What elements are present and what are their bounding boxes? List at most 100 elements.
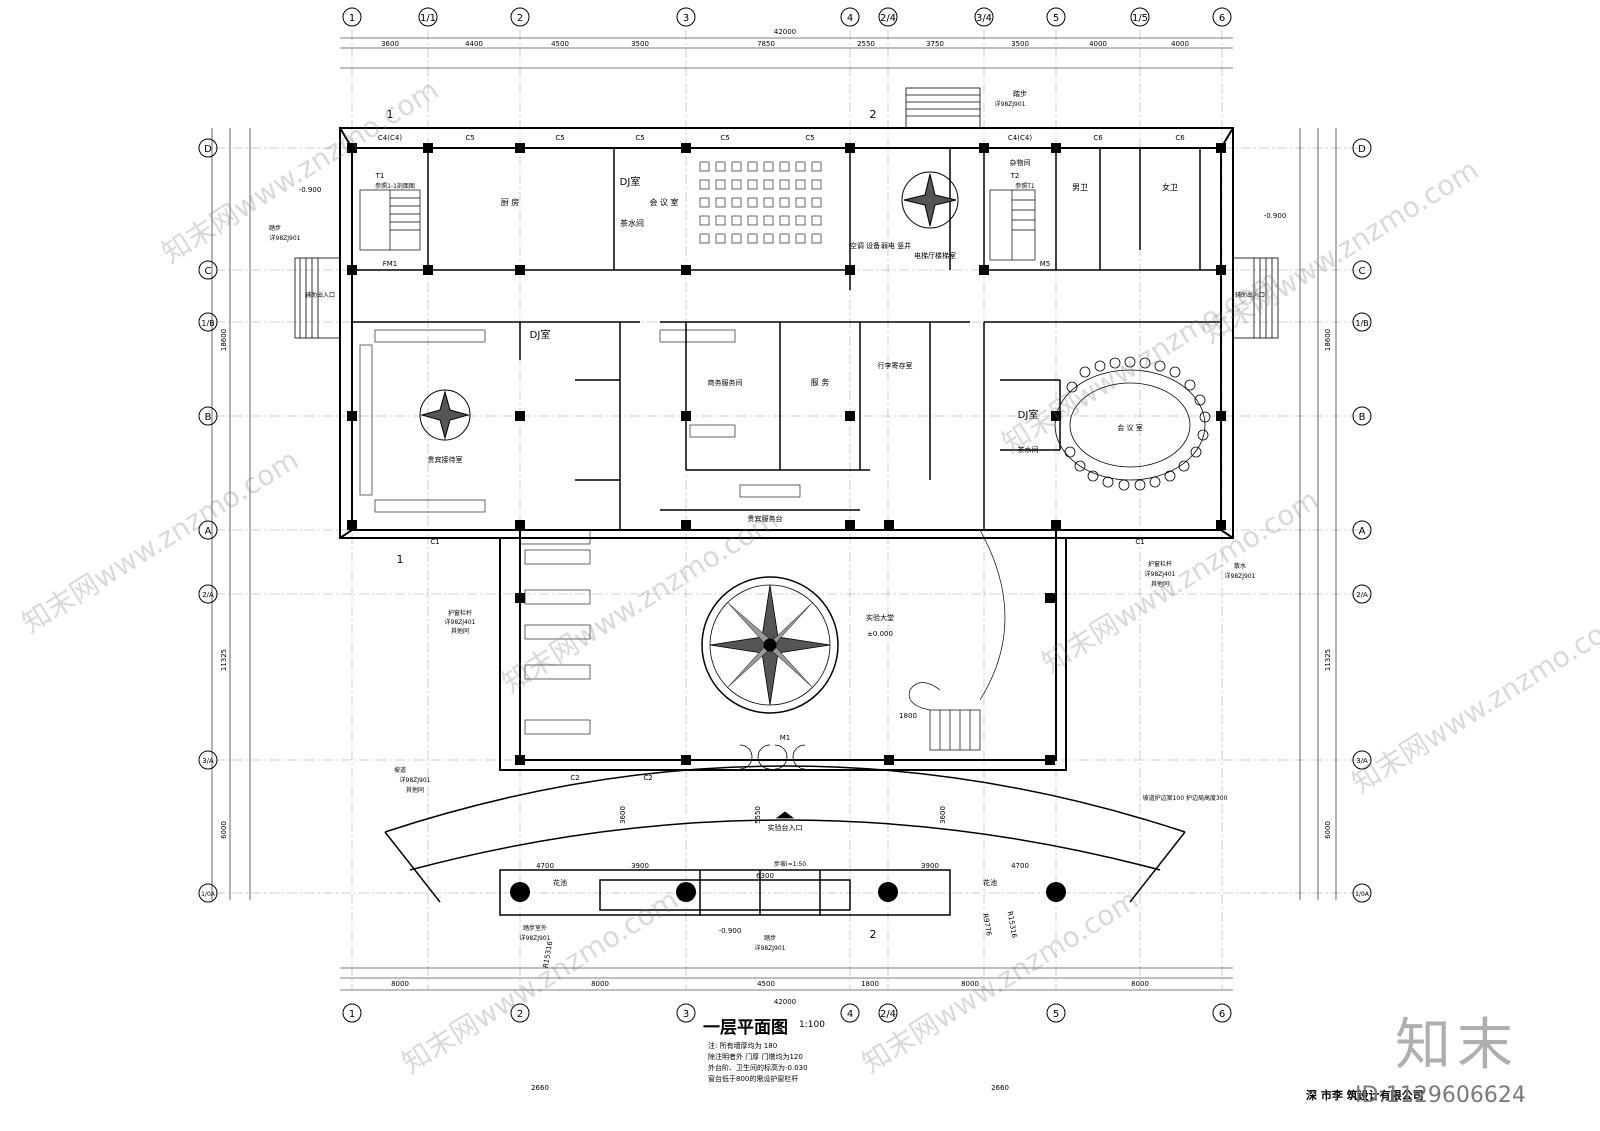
axis-row-3A: 3/A bbox=[202, 757, 214, 765]
note-line-1: 注: 所有墙厚均为 180 bbox=[708, 1042, 778, 1050]
side-steps-front: 踏步室外 bbox=[523, 924, 547, 932]
stair-t2: T2 bbox=[1010, 172, 1020, 180]
radius-left: R15316 bbox=[542, 940, 555, 969]
ref-code-side-front: 详98ZJ901 bbox=[520, 934, 551, 942]
auditorium-seats bbox=[699, 161, 822, 244]
dim-top-7: 2550 bbox=[857, 40, 875, 48]
drawing-title: 一层平面图 bbox=[703, 1018, 788, 1038]
axis-col-4: 4 bbox=[847, 13, 853, 24]
dim-top-2: 4400 bbox=[465, 40, 483, 48]
dim-3900-right: 3900 bbox=[921, 862, 939, 870]
dim-right-total: 18600 bbox=[1324, 329, 1332, 351]
vertical-dims: 18600 18600 11325 11325 6000 6000 5550 3… bbox=[220, 329, 1332, 969]
axis-row-3A-right: 3/A bbox=[1356, 757, 1368, 765]
axis-col-2-4-bottom: 2/4 bbox=[880, 1009, 896, 1020]
elevation-hall: ±0.000 bbox=[867, 630, 893, 638]
room-dj-3: DJ室 bbox=[1018, 408, 1039, 421]
interior-walls bbox=[352, 148, 1221, 530]
round-conference-table bbox=[1054, 356, 1211, 491]
note-line-3: 外台阶、卫生间的标高为-0.030 bbox=[708, 1064, 808, 1072]
axis-row-10A: 1/0A bbox=[201, 891, 216, 898]
elevation-left: -0.900 bbox=[299, 186, 322, 194]
dim-bottom-1: 8000 bbox=[391, 980, 409, 988]
exterior-walls bbox=[339, 127, 1234, 771]
axis-col-4-bottom: 4 bbox=[847, 1009, 853, 1020]
ref-detail-right: 其他同 bbox=[1151, 580, 1169, 588]
room-meeting-round: 会 议 室 bbox=[1117, 423, 1142, 432]
dim-top-3: 4500 bbox=[551, 40, 569, 48]
drawing-notes: 注: 所有墙厚均为 180 除注明者外 门厚 门墩均为120 外台阶、卫生间的标… bbox=[708, 1041, 808, 1085]
axis-row-2A-right: 2/A bbox=[1356, 591, 1368, 599]
ref-detail-left: 其他同 bbox=[451, 627, 469, 635]
axis-labels-bottom: 1 2 3 4 2/4 5 6 bbox=[342, 1003, 1232, 1023]
window-c6-2: C6 bbox=[1175, 134, 1185, 142]
axis-col-6: 6 bbox=[1219, 13, 1225, 24]
planter-left: 花池 bbox=[553, 878, 567, 887]
ref-steps-front: 踏步 bbox=[764, 934, 776, 942]
ref-detail-ramp: 其他同 bbox=[406, 786, 424, 794]
elevation-front: -0.900 bbox=[719, 927, 742, 935]
stair-t2-ref: 参照T1 bbox=[1015, 182, 1035, 190]
section-mark-2-top: 2 bbox=[870, 108, 877, 121]
ref-steps-left: 踏步 bbox=[269, 224, 281, 232]
axis-col-1-bottom: 1 bbox=[349, 1009, 355, 1020]
axis-col-2-4: 2/4 bbox=[880, 13, 896, 24]
axis-row-B-right: B bbox=[1359, 412, 1366, 423]
axis-col-1-1: 1/1 bbox=[420, 13, 436, 24]
dim-4700-left: 4700 bbox=[536, 862, 554, 870]
axis-labels-top: 1 1/1 2 3 4 2/4 3/4 5 1/5 6 bbox=[342, 7, 1232, 27]
door-m5: M5 bbox=[1040, 260, 1051, 268]
axis-row-1B: 1/B bbox=[201, 319, 214, 328]
ref-code-front: 详98ZJ901 bbox=[755, 944, 786, 952]
ref-rain: 散水 bbox=[1234, 562, 1246, 570]
sofas bbox=[359, 329, 801, 735]
room-labels: 厨 房 会 议 室 DJ室 茶水间 贵宾接待室 DJ室 商务服务间 服 务 行李… bbox=[299, 158, 1287, 935]
dim-left-total: 18600 bbox=[220, 329, 228, 351]
axis-labels-rows: D D C C 1/B 1/B B B A A 2/A 2/A 3/A 3/A … bbox=[198, 138, 1372, 903]
annotation-labels: T1 参照1-1剖面图 T2 参照T1 FM1 M5 M1 C5 C5 C5 C… bbox=[269, 89, 1256, 952]
axis-col-2-bottom: 2 bbox=[517, 1009, 523, 1020]
dim-top-11: 4000 bbox=[1171, 40, 1189, 48]
ref-code-railing-left: 详98ZJ401 bbox=[445, 618, 476, 626]
axis-col-5-bottom: 5 bbox=[1053, 1009, 1059, 1020]
room-dj-2: DJ室 bbox=[530, 328, 551, 341]
dim-4700-right: 4700 bbox=[1011, 862, 1029, 870]
room-service: 服 务 bbox=[811, 377, 830, 387]
dim-3600-right: 3600 bbox=[939, 806, 947, 824]
room-hall: 实验大堂 bbox=[866, 613, 894, 622]
ref-code-left: 详98ZJ901 bbox=[270, 234, 301, 242]
window-c1-left: C1 bbox=[430, 538, 439, 546]
dim-top-10: 4000 bbox=[1089, 40, 1107, 48]
stair-t1: T1 bbox=[375, 172, 385, 180]
window-c5-2: C5 bbox=[555, 134, 564, 142]
dim-bottom-2: 8000 bbox=[591, 980, 609, 988]
window-c1-right: C1 bbox=[1135, 538, 1144, 546]
note-line-2: 除注明者外 门厚 门墩均为120 bbox=[708, 1053, 803, 1061]
room-vip-desk: 贵宾服务台 bbox=[748, 514, 783, 523]
dim-2660-left: 2660 bbox=[531, 1084, 549, 1092]
room-vip-reception: 贵宾接待室 bbox=[428, 455, 463, 464]
window-c4-left: C4(C4) bbox=[378, 134, 402, 142]
image-id: ID:1129606624 bbox=[1355, 1083, 1526, 1108]
window-c6-1: C6 bbox=[1093, 134, 1103, 142]
main-doors bbox=[739, 744, 806, 819]
ref-code-ramp: 详98ZJ901 bbox=[400, 776, 431, 784]
window-c2-left: C2 bbox=[570, 774, 579, 782]
axis-col-3-bottom: 3 bbox=[683, 1009, 689, 1020]
dimension-texts: 42000 42000 3600 4400 4500 3500 7850 255… bbox=[381, 28, 1189, 1092]
company-name: 深 市李 筑设计有限公司 bbox=[1306, 1089, 1424, 1102]
entrance-canopy bbox=[384, 765, 1186, 916]
dim-top-8: 3750 bbox=[926, 40, 944, 48]
dim-bottom-6: 8000 bbox=[1131, 980, 1149, 988]
room-elevator-lobby: 电梯厅楼梯室 bbox=[914, 251, 956, 260]
door-m1: M1 bbox=[780, 734, 791, 742]
dim-3600-left: 3600 bbox=[619, 806, 627, 824]
drawing-scale: 1:100 bbox=[799, 1020, 825, 1030]
dim-bottom-3: 4500 bbox=[757, 980, 775, 988]
room-meeting-small: 会 议 室 bbox=[649, 197, 678, 207]
axis-row-1B-right: 1/B bbox=[1355, 319, 1368, 328]
ref-code-top: 详98ZJ901 bbox=[995, 100, 1026, 108]
room-weak-elec: 弱电 竖井 bbox=[881, 241, 911, 250]
dimension-lines bbox=[211, 37, 1337, 991]
